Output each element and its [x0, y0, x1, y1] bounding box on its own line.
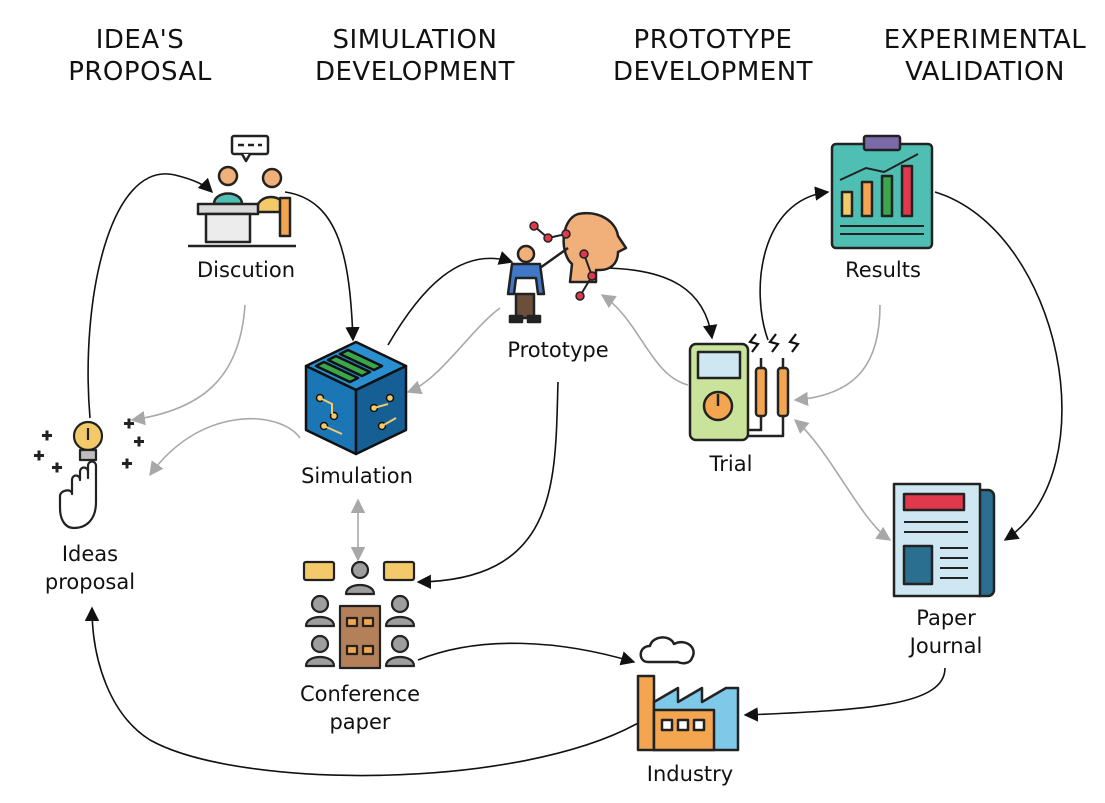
phase-header-ideas: IDEA'S PROPOSAL	[40, 24, 240, 88]
arrow-prototype-to-simulation-gray	[406, 307, 501, 395]
arrow-prototype-to-conference	[416, 381, 559, 590]
trial-label: Trial	[709, 452, 753, 476]
lightbulb-hand-icon	[34, 418, 144, 530]
phase-header-line2: DEVELOPMENT	[314, 57, 516, 87]
phase-header-line1: SIMULATION	[332, 25, 498, 55]
ideas-label-line2: proposal	[44, 570, 136, 594]
journal-label: Paper Journal	[876, 604, 1016, 660]
journal-label-line2: Journal	[909, 634, 983, 658]
circuit-cube-icon	[304, 340, 408, 456]
arrow-discution-to-ideas-gray	[130, 304, 246, 426]
conference-people-icon	[302, 560, 416, 670]
arrow-trial-to-prototype-gray	[600, 294, 689, 386]
arrow-results-to-trial-gray	[793, 304, 881, 407]
arrow-results-to-journal	[934, 191, 1063, 541]
clipboard-chart-icon	[830, 134, 934, 250]
meeting-icon	[188, 134, 296, 248]
phase-header-line1: EXPERIMENTAL	[883, 25, 1087, 55]
phase-header-line1: IDEA'S	[95, 25, 185, 55]
phase-header-line2: VALIDATION	[905, 57, 1065, 87]
phase-header-line2: PROPOSAL	[68, 57, 212, 87]
arrow-simulation-to-ideas-gray	[149, 417, 301, 477]
results-label: Results	[845, 258, 921, 282]
arrow-simulation-to-prototype	[387, 251, 514, 346]
simulation-label: Simulation	[301, 464, 413, 488]
industry-label: Industry	[646, 762, 734, 786]
newspaper-icon	[892, 482, 996, 598]
phase-header-prototype: PROTOTYPE DEVELOPMENT	[598, 24, 828, 88]
arrow-conference-to-industry	[417, 642, 636, 666]
ideas-label-line1: Ideas	[61, 542, 119, 566]
phase-header-line2: DEVELOPMENT	[612, 57, 814, 87]
arrow-prototype-to-trial	[599, 267, 718, 340]
arrow-journal-to-industry	[743, 667, 946, 722]
conference-label-line1: Conference	[299, 682, 420, 706]
journal-label-line1: Paper	[916, 606, 976, 630]
factory-icon	[636, 636, 740, 752]
conference-label: Conference paper	[278, 680, 442, 736]
phase-header-experimental: EXPERIMENTAL VALIDATION	[870, 24, 1100, 88]
arrow-discution-to-simulation	[284, 191, 360, 342]
arrow-ideas-to-discution	[87, 173, 214, 419]
phase-header-line1: PROTOTYPE	[633, 25, 793, 55]
ideas-label: Ideas proposal	[20, 540, 160, 596]
phase-header-simulation: SIMULATION DEVELOPMENT	[300, 24, 530, 88]
arrow-trial-to-results	[759, 186, 830, 341]
arrow-industry-to-ideas	[84, 606, 641, 777]
robot-head-presenter-icon	[506, 211, 628, 324]
prototype-label: Prototype	[507, 338, 609, 362]
conference-label-line2: paper	[329, 710, 391, 734]
discution-label: Discution	[196, 258, 296, 282]
arrow-journal-trial-gray	[793, 419, 892, 541]
multimeter-icon	[688, 333, 800, 442]
